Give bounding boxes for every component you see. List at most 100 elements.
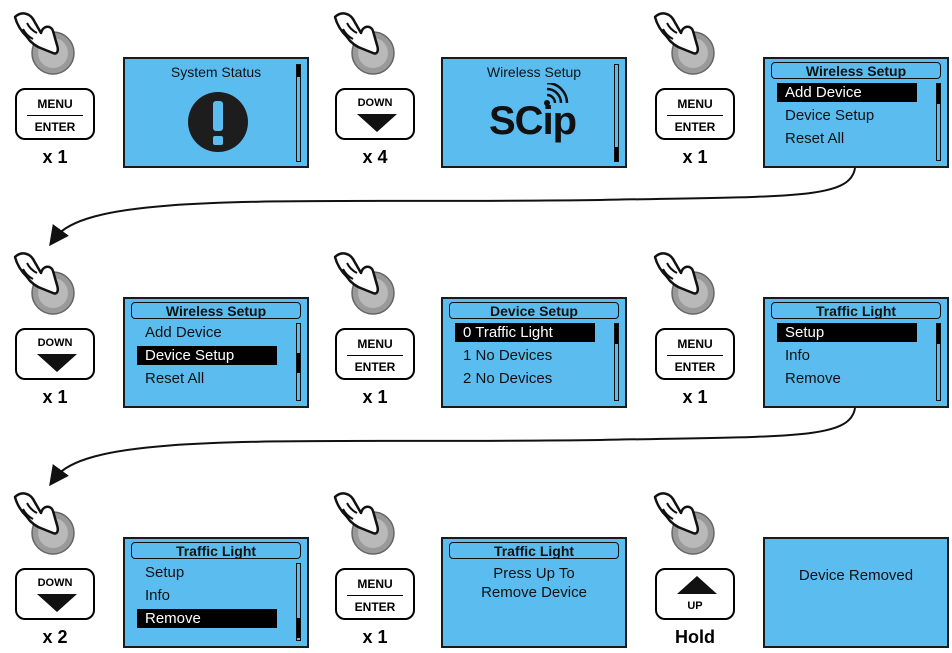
pointing-hand-icon <box>327 3 407 83</box>
press-count: x 2 <box>42 627 68 647</box>
enter-label: ENTER <box>674 360 716 374</box>
scrollbar-thumb[interactable] <box>297 65 300 77</box>
flow-arrow-row1-to-row2 <box>49 167 856 247</box>
menu-item[interactable]: Info <box>145 587 171 604</box>
menu-label: MENU <box>677 337 713 351</box>
pointing-hand-icon <box>647 3 727 83</box>
screen-message: Device Removed <box>798 567 914 584</box>
down-label: DOWN <box>37 337 73 349</box>
up-label: UP <box>687 600 703 612</box>
scrollbar-thumb[interactable] <box>615 324 618 344</box>
down-arrow-icon <box>357 114 397 132</box>
scip-logo: SCip <box>489 99 577 143</box>
menu-label: MENU <box>37 97 73 111</box>
screen-title: Traffic Light <box>449 542 619 559</box>
scrollbar-thumb[interactable] <box>937 84 940 104</box>
lcd-screen: System Status <box>123 57 309 168</box>
menu-item[interactable]: Device Setup <box>785 107 875 124</box>
down-label: DOWN <box>37 577 73 589</box>
menu-item[interactable]: 0 Traffic Light <box>455 323 595 342</box>
down-arrow-icon <box>37 354 77 372</box>
screen-title: Traffic Light <box>131 542 301 559</box>
menu-item[interactable]: Remove <box>785 370 841 387</box>
down-button[interactable]: DOWN <box>15 328 95 380</box>
down-button[interactable]: DOWN <box>335 88 415 140</box>
menu-label: MENU <box>357 337 393 351</box>
press-count: x 1 <box>362 387 388 407</box>
menu-enter-button[interactable]: MENU ENTER <box>655 88 735 140</box>
screen-title: Wireless Setup <box>131 302 301 319</box>
screen-message: Press Up To <box>493 565 575 582</box>
press-count: Hold <box>675 627 715 647</box>
menu-enter-button[interactable]: MENU ENTER <box>335 328 415 380</box>
screen-title: Traffic Light <box>771 302 941 319</box>
scrollbar[interactable] <box>936 323 941 401</box>
scrollbar-thumb[interactable] <box>297 353 300 373</box>
lcd-screen: Device Removed <box>763 537 949 648</box>
menu-item[interactable]: Reset All <box>145 370 205 387</box>
button-divider <box>667 355 723 356</box>
menu-label: MENU <box>677 97 713 111</box>
scrollbar[interactable] <box>296 323 301 401</box>
menu-item[interactable]: Add Device <box>145 324 222 341</box>
menu-item[interactable]: Remove <box>137 609 277 628</box>
pointing-hand-icon <box>327 483 407 563</box>
screen-title: Device Setup <box>449 302 619 319</box>
menu-enter-button[interactable]: MENU ENTER <box>15 88 95 140</box>
menu-item[interactable]: Device Setup <box>137 346 277 365</box>
scrollbar[interactable] <box>296 64 301 162</box>
pointing-hand-icon <box>7 483 87 563</box>
menu-item[interactable]: Add Device <box>777 83 917 102</box>
pointing-hand-icon <box>327 243 407 323</box>
enter-label: ENTER <box>354 600 396 614</box>
pointing-hand-icon <box>7 3 87 83</box>
menu-enter-button[interactable]: MENU ENTER <box>335 568 415 620</box>
enter-label: ENTER <box>354 360 396 374</box>
pointing-hand-icon <box>647 483 727 563</box>
flow-arrow-row2-to-row3 <box>49 407 856 487</box>
screen-title: Wireless Setup <box>771 62 941 79</box>
menu-item[interactable]: 1 No Devices <box>463 347 553 364</box>
menu-item[interactable]: Info <box>785 347 811 364</box>
up-arrow-icon <box>677 576 717 594</box>
button-divider <box>27 115 83 116</box>
menu-item[interactable]: Setup <box>777 323 917 342</box>
enter-label: ENTER <box>674 120 716 134</box>
scrollbar[interactable] <box>614 64 619 162</box>
scrollbar-thumb[interactable] <box>297 618 300 638</box>
scrollbar-thumb[interactable] <box>615 147 618 161</box>
menu-item[interactable]: Setup <box>145 564 185 581</box>
down-label: DOWN <box>357 97 393 109</box>
lcd-screen: Device Setup 0 Traffic Light 1 No Devices 2… <box>441 297 627 408</box>
pointing-hand-icon <box>7 243 87 323</box>
menu-item[interactable]: Reset All <box>785 130 845 147</box>
scrollbar[interactable] <box>296 563 301 641</box>
up-button[interactable]: UP <box>655 568 735 620</box>
menu-enter-button[interactable]: MENU ENTER <box>655 328 735 380</box>
scrollbar-thumb[interactable] <box>937 324 940 344</box>
scrollbar[interactable] <box>614 323 619 401</box>
enter-label: ENTER <box>34 120 76 134</box>
button-divider <box>347 355 403 356</box>
press-count: x 1 <box>682 387 708 407</box>
wireless-signal-icon <box>543 81 571 112</box>
menu-label: MENU <box>357 577 393 591</box>
exclamation-icon <box>187 91 249 158</box>
press-count: x 4 <box>362 147 388 167</box>
screen-title: System Status <box>170 64 262 80</box>
menu-item[interactable]: 2 No Devices <box>463 370 553 387</box>
screen-message: Remove Device <box>481 584 587 601</box>
down-button[interactable]: DOWN <box>15 568 95 620</box>
screen-title: Wireless Setup <box>486 64 582 80</box>
press-count: x 1 <box>42 387 68 407</box>
press-count: x 1 <box>682 147 708 167</box>
press-count: x 1 <box>42 147 68 167</box>
pointing-hand-icon <box>647 243 727 323</box>
scrollbar[interactable] <box>936 83 941 161</box>
